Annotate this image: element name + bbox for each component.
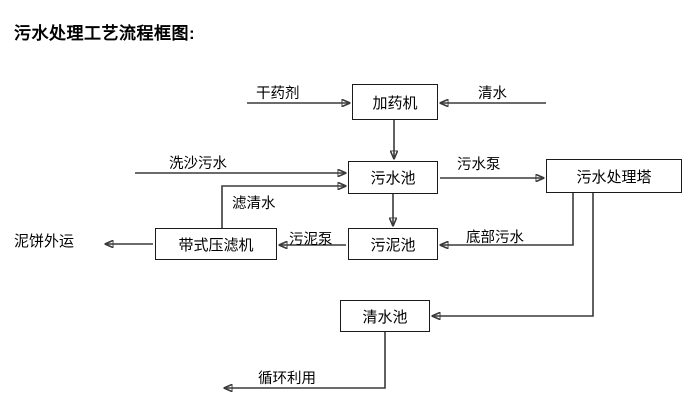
edge-label-sand-washing-sewage: 洗沙污水: [169, 156, 227, 172]
node-belt-filter-press[interactable]: 带式压滤机: [155, 228, 277, 260]
node-sludge-pool-label: 污泥池: [370, 236, 416, 254]
edge-label-bottom-sewage: 底部污水: [466, 230, 524, 246]
node-clear-water-pool-label: 清水池: [362, 308, 408, 326]
edge-label-filtered-water: 滤清水: [232, 196, 276, 212]
edge-label-dry-agent: 干药剂: [256, 86, 300, 102]
edge-label-clean-water: 清水: [478, 86, 507, 102]
wire-clear-pool-to-recycle: [224, 332, 386, 388]
node-sludge-pool[interactable]: 污泥池: [348, 228, 438, 260]
node-sewage-treatment-tower-label: 污水处理塔: [576, 168, 652, 186]
page-title: 污水处理工艺流程框图:: [14, 24, 196, 43]
node-sewage-pool-label: 污水池: [370, 170, 416, 187]
edge-label-sludge-pump: 污泥泵: [289, 232, 333, 248]
node-dosing-machine-label: 加药机: [372, 94, 418, 112]
node-sewage-pool[interactable]: 污水池: [348, 161, 438, 194]
node-dosing-machine[interactable]: 加药机: [352, 84, 438, 120]
wire-filtered-water-to-sewage-pool: [221, 186, 346, 228]
edge-label-recycle-reuse: 循环利用: [258, 371, 316, 387]
wire-tower-to-clear-pool: [432, 193, 594, 316]
node-sewage-treatment-tower[interactable]: 污水处理塔: [546, 159, 682, 193]
wire-tower-bottom-sewage-to-sludge-pool: [440, 193, 574, 245]
node-belt-filter-press-label: 带式压滤机: [178, 236, 254, 254]
node-clear-water-pool[interactable]: 清水池: [340, 300, 430, 332]
edge-label-sewage-pump: 污水泵: [457, 157, 501, 173]
terminal-label-mud-cake-transport: 泥饼外运: [14, 233, 75, 250]
